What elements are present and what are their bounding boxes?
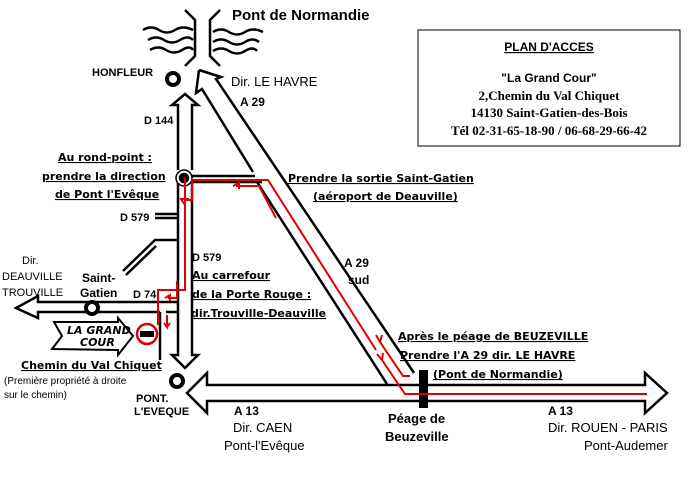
svg-text:de la Porte Rouge :: de la Porte Rouge :: [192, 288, 311, 301]
instruction-peage: Après le péage de BEUZEVILLE Prendre l'A…: [398, 330, 588, 381]
d144-d579-road: [168, 92, 262, 370]
a29-sud-label: A 29: [344, 256, 369, 270]
chemin-note-2: sur le chemin): [4, 390, 67, 401]
svg-text:de Pont l'Evêque: de Pont l'Evêque: [55, 188, 159, 201]
info-address-1: 2,Chemin du Val Chiquet: [479, 88, 621, 103]
toll-barrier: [419, 370, 428, 408]
d579-label-2: D 579: [192, 252, 221, 264]
town-saint-gatien: Saint-: [82, 271, 115, 285]
a29-sud-label-2: sud: [348, 273, 369, 287]
instruction-carrefour: Au carrefour de la Porte Rouge : dir.Tro…: [191, 269, 326, 320]
instruction-sortie: Prendre la sortie Saint-Gatien (aéroport…: [288, 172, 474, 203]
a29-road: [194, 68, 416, 385]
saint-gatien-marker: [84, 300, 100, 316]
a13-label-right: A 13: [548, 404, 573, 418]
la-grand-cour-sign: LA GRAND COUR: [49, 315, 135, 358]
honfleur-marker: [165, 71, 181, 87]
svg-text:Prendre la sortie Saint-Gatien: Prendre la sortie Saint-Gatien: [288, 172, 474, 185]
info-phone: Tél 02-31-65-18-90 / 06-68-29-66-42: [451, 123, 647, 138]
town-pont-leveque-2: L'EVEQUE: [134, 406, 189, 418]
svg-text:Au carrefour: Au carrefour: [192, 269, 271, 282]
svg-text:COUR: COUR: [80, 336, 115, 349]
dir-rouen: Dir. ROUEN - PARIS: [548, 420, 668, 435]
svg-text:(aéroport de Deauville): (aéroport de Deauville): [313, 190, 458, 203]
destination-marker: [135, 322, 159, 346]
dir-caen-2: Pont-l'Evêque: [224, 438, 305, 453]
svg-text:LA GRAND: LA GRAND: [67, 324, 131, 337]
bridge-icon: [142, 9, 264, 67]
svg-text:Après le péage de BEUZEVILLE: Après le péage de BEUZEVILLE: [398, 330, 588, 343]
svg-text:(Pont de Normandie): (Pont de Normandie): [433, 368, 563, 381]
dir-deauville: Dir.: [22, 255, 39, 267]
chemin-label: Chemin du Val Chiquet: [21, 359, 162, 372]
peage-label: Péage de: [388, 411, 445, 426]
info-name: "La Grand Cour": [501, 71, 596, 85]
instruction-rond-point: Au rond-point : prendre la direction de …: [42, 151, 166, 201]
town-saint-gatien-2: Gatien: [80, 286, 117, 300]
route-path: [135, 178, 647, 395]
d579-label: D 579: [120, 212, 149, 224]
d144-label: D 144: [144, 115, 174, 127]
dir-deauville-3: TROUVILLE: [2, 287, 63, 299]
a29-label: A 29: [240, 95, 265, 109]
svg-text:Au rond-point :: Au rond-point :: [58, 151, 152, 164]
dir-rouen-2: Pont-Audemer: [584, 438, 668, 453]
svg-text:Prendre l'A 29 dir. LE HAVRE: Prendre l'A 29 dir. LE HAVRE: [400, 349, 575, 362]
a13-road: [185, 369, 669, 417]
info-address-2: 14130 Saint-Gatien-des-Bois: [470, 105, 627, 120]
dir-deauville-2: DEAUVILLE: [2, 271, 63, 283]
town-honfleur: HONFLEUR: [92, 67, 153, 79]
pont-leveque-marker: [169, 373, 185, 389]
town-pont-leveque: PONT.: [136, 393, 168, 405]
chemin-note: (Première propriété à droite: [4, 376, 127, 387]
dir-caen: Dir. CAEN: [233, 420, 292, 435]
d74-label: D 74: [133, 289, 157, 301]
info-title: PLAN D'ACCES: [504, 40, 594, 54]
peage-label-2: Beuzeville: [385, 429, 449, 444]
svg-text:prendre la direction: prendre la direction: [42, 170, 166, 183]
info-box: PLAN D'ACCES "La Grand Cour" 2,Chemin du…: [417, 29, 681, 147]
d74-road: [13, 293, 178, 360]
svg-text:dir.Trouville-Deauville: dir.Trouville-Deauville: [191, 307, 326, 320]
a13-label-left: A 13: [234, 404, 259, 418]
bridge-label: Pont de Normandie: [232, 7, 370, 24]
dir-le-havre: Dir. LE HAVRE: [231, 74, 318, 89]
